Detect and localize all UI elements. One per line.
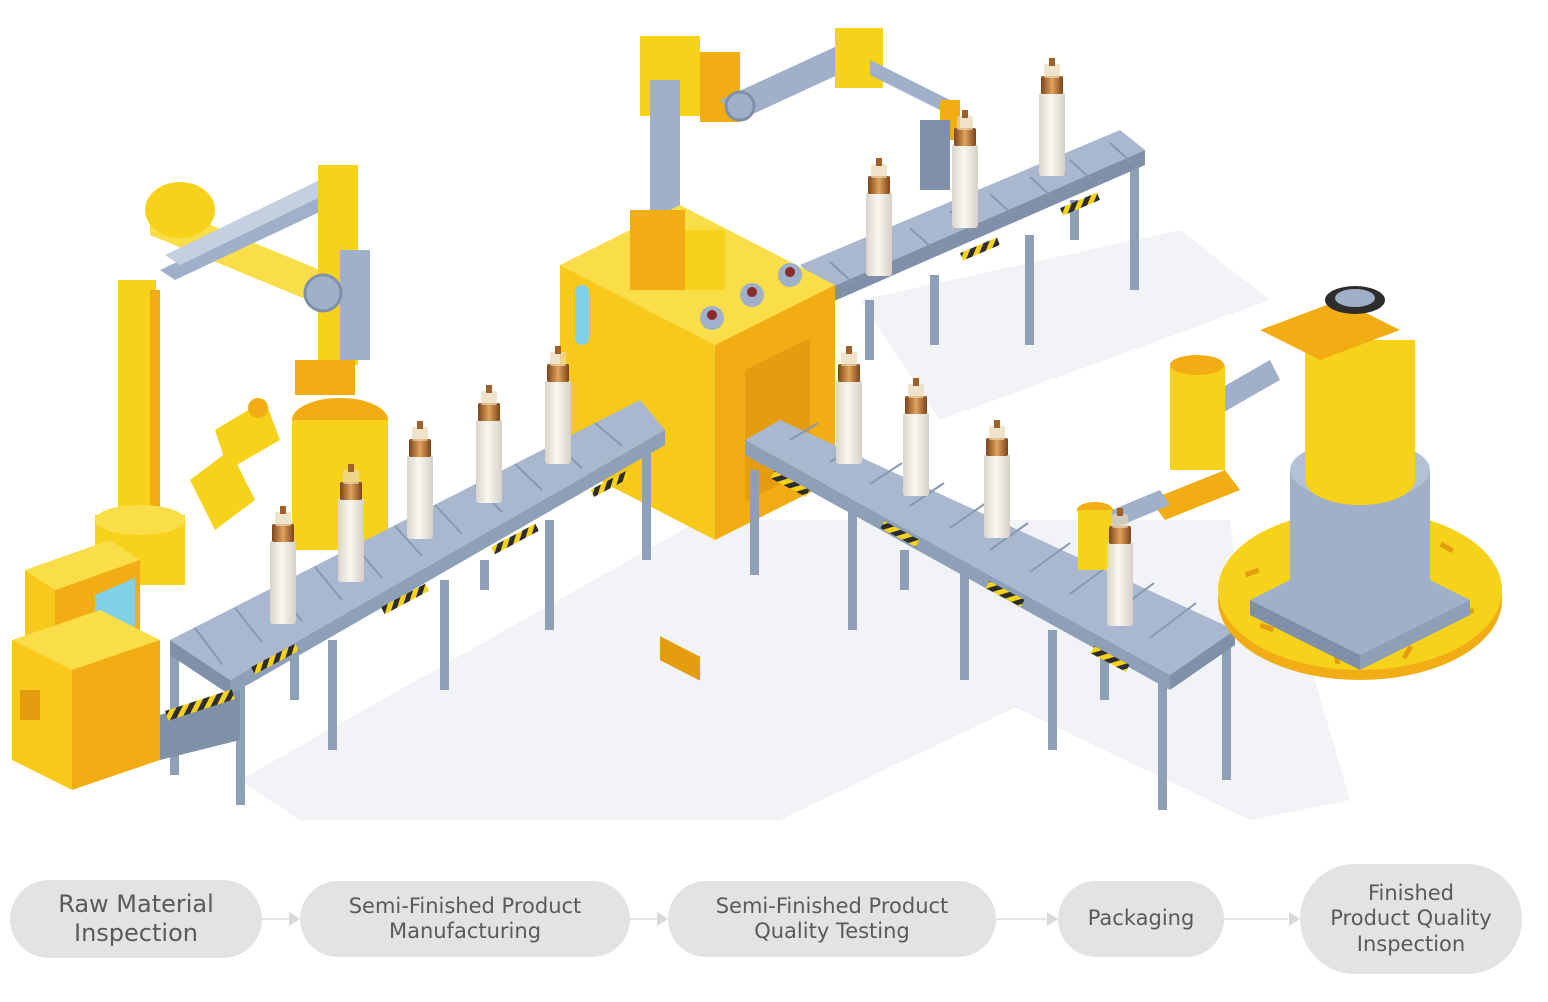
flow-arrow (1224, 912, 1300, 926)
stage-semi-finished-manufacturing: Semi-Finished Product Manufacturing (300, 881, 630, 957)
rotary-robot-icon (1077, 286, 1502, 680)
stage-semi-finished-quality-testing: Semi-Finished Product Quality Testing (668, 881, 996, 957)
stage-label: Finished Product Quality Inspection (1330, 881, 1492, 956)
stage-label: Raw Material Inspection (58, 890, 214, 947)
flow-arrow (630, 912, 668, 926)
stage-label: Packaging (1087, 906, 1195, 931)
stage-label: Semi-Finished Product Quality Testing (715, 893, 949, 943)
flow-arrow (262, 912, 300, 926)
robot-arm-icon (95, 165, 388, 585)
stage-finished-product-quality-inspection: Finished Product Quality Inspection (1300, 864, 1522, 974)
production-line-illustration (12, 28, 1502, 820)
stage-packaging: Packaging (1058, 881, 1224, 957)
stage-label: Semi-Finished Product Manufacturing (348, 893, 582, 943)
flow-arrow (996, 912, 1058, 926)
stage-raw-material-inspection: Raw Material Inspection (10, 880, 262, 958)
process-flow: Raw Material Inspection Semi-Finished Pr… (0, 860, 1548, 1002)
control-terminal-icon (12, 540, 160, 790)
